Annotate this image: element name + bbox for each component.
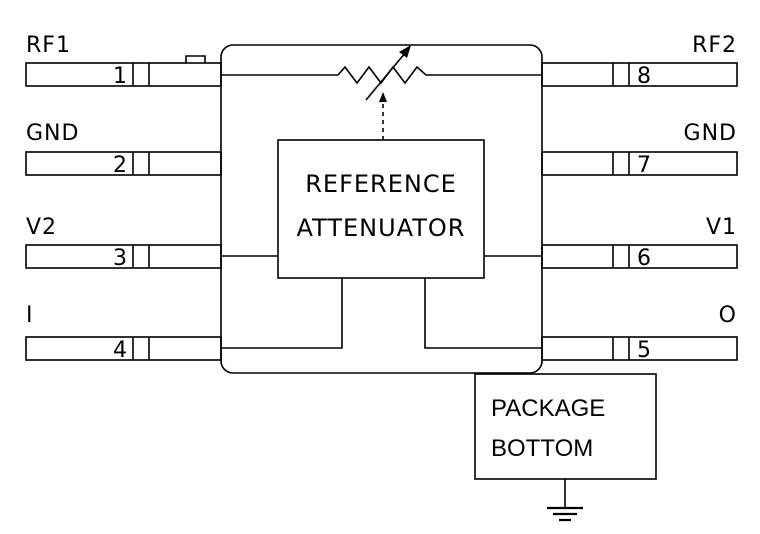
variable-resistor-icon — [337, 45, 433, 140]
package-bottom-box: PACKAGE BOTTOM — [474, 373, 657, 480]
reference-attenuator-block: REFERENCE ATTENUATOR — [277, 139, 485, 279]
internal-wiring — [221, 74, 542, 349]
ground-icon — [547, 479, 583, 522]
pin-label-v1: V1 — [706, 215, 737, 240]
reference-attenuator-line2: ATTENUATOR — [297, 214, 466, 242]
pin-1: RF1 1 — [25, 33, 222, 89]
pin-2: GND 2 — [25, 121, 222, 178]
pin-8: RF2 8 — [541, 33, 738, 89]
pin-number-4: 4 — [113, 338, 127, 363]
package-body — [220, 44, 543, 374]
pin-label-gnd-right: GND — [684, 121, 737, 146]
pin-6: V1 6 — [541, 215, 738, 271]
pin-5: O 5 — [541, 303, 738, 363]
pin-4: I 4 — [25, 303, 222, 363]
pin-label-gnd-left: GND — [26, 121, 79, 146]
pin-label-rf2: RF2 — [692, 33, 737, 58]
pin-label-o: O — [719, 303, 737, 328]
pin-number-1: 1 — [113, 64, 127, 89]
pin-label-rf1: RF1 — [26, 33, 71, 58]
pin-label-i: I — [26, 303, 34, 328]
pin-7: GND 7 — [541, 121, 738, 178]
pin-number-8: 8 — [637, 64, 651, 89]
pin-number-6: 6 — [637, 246, 651, 271]
package-bottom-line2: BOTTOM — [491, 435, 593, 462]
reference-attenuator-line1: REFERENCE — [305, 170, 457, 198]
package-bottom-line1: PACKAGE — [491, 395, 605, 422]
pin-3: V2 3 — [25, 215, 222, 271]
pin-number-5: 5 — [637, 338, 651, 363]
pin-label-v2: V2 — [26, 215, 57, 240]
pin-number-3: 3 — [113, 246, 127, 271]
pin-number-2: 2 — [113, 153, 127, 178]
pin-number-7: 7 — [637, 153, 651, 178]
